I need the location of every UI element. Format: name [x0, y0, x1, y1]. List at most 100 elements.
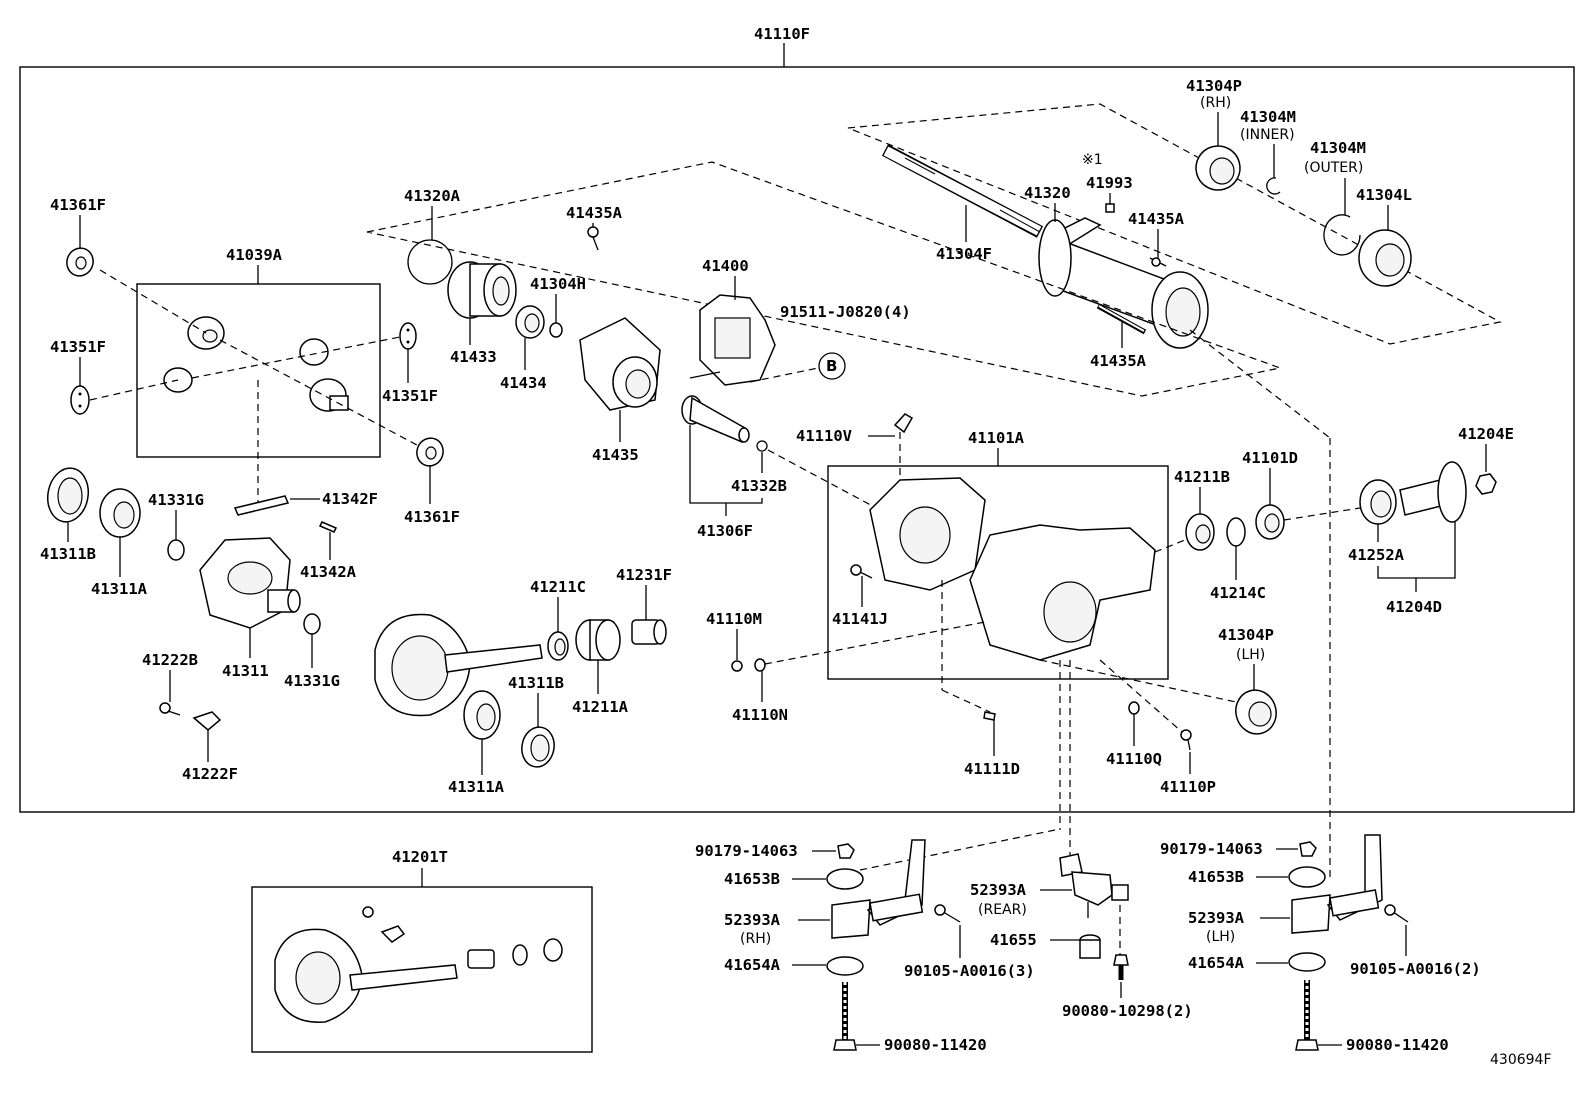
- label-41435a-bottom[interactable]: 41435A: [1090, 352, 1147, 370]
- label-90080-left[interactable]: 90080-11420: [884, 1036, 987, 1054]
- label-41311a-bottom[interactable]: 41311A: [448, 778, 505, 796]
- label-41222f[interactable]: 41222F: [182, 765, 238, 783]
- label-41320a[interactable]: 41320A: [404, 187, 461, 205]
- label-91511-j0820[interactable]: 91511-J0820(4): [780, 303, 911, 321]
- label-41434[interactable]: 41434: [500, 374, 547, 392]
- label-41342a[interactable]: 41342A: [300, 563, 357, 581]
- label-41204d[interactable]: 41204D: [1386, 598, 1442, 616]
- pinion-group-outline: [366, 161, 1283, 397]
- label-90179-right[interactable]: 90179-14063: [1160, 840, 1263, 858]
- label-52393a-lh[interactable]: 52393A: [1188, 909, 1245, 927]
- label-90105-left[interactable]: 90105-A0016(3): [904, 962, 1035, 980]
- bearing-race-41311b-left: [47, 467, 89, 523]
- label-41211b[interactable]: 41211B: [1174, 468, 1230, 486]
- label-41110q[interactable]: 41110Q: [1106, 750, 1162, 768]
- label-41311b-mid[interactable]: 41311B: [508, 674, 564, 692]
- label-41304m-inner[interactable]: 41304M: [1240, 108, 1296, 126]
- label-41655[interactable]: 41655: [990, 931, 1037, 949]
- bearing-41211a: [575, 619, 621, 661]
- ring-gear-pinion: [374, 613, 543, 717]
- label-41400[interactable]: 41400: [702, 257, 749, 275]
- cushion-41653b-right: [1288, 866, 1326, 888]
- label-41435a-right[interactable]: 41435A: [1128, 210, 1185, 228]
- collar-41655: [1079, 934, 1101, 959]
- label-41211c[interactable]: 41211C: [530, 578, 586, 596]
- washer-41304h: [549, 322, 563, 338]
- label-41351f-right[interactable]: 41351F: [382, 387, 438, 405]
- label-41435[interactable]: 41435: [592, 446, 639, 464]
- bearing-41311a-bottom: [463, 690, 501, 740]
- label-41101d[interactable]: 41101D: [1242, 449, 1298, 467]
- label-52393a-rh[interactable]: 52393A: [724, 911, 781, 929]
- shim-41331g-top: [167, 539, 185, 561]
- label-41204e[interactable]: 41204E: [1458, 425, 1514, 443]
- label-41211a[interactable]: 41211A: [572, 698, 629, 716]
- label-41331g-top[interactable]: 41331G: [148, 491, 204, 509]
- bolt-90080-right: [1295, 980, 1319, 1051]
- label-41222b[interactable]: 41222B: [142, 651, 198, 669]
- label-41252a[interactable]: 41252A: [1348, 546, 1405, 564]
- note-rear: (REAR): [978, 902, 1027, 918]
- label-41110n[interactable]: 41110N: [732, 706, 788, 724]
- label-41304p-rh[interactable]: 41304P: [1186, 77, 1242, 95]
- note-outer: (OUTER): [1304, 160, 1363, 176]
- seal-41304p-rh: [1195, 145, 1241, 191]
- label-41993[interactable]: 41993: [1086, 174, 1133, 192]
- label-41039a[interactable]: 41039A: [226, 246, 283, 264]
- thrust-washer-41361f-top: [66, 247, 94, 277]
- label-41304p-lh[interactable]: 41304P: [1218, 626, 1274, 644]
- reference-mark-1: ※1: [1082, 152, 1103, 168]
- bolt-90105-left: [934, 904, 961, 923]
- label-41231f[interactable]: 41231F: [616, 566, 672, 584]
- label-41110m[interactable]: 41110M: [706, 610, 762, 628]
- label-41654a-right[interactable]: 41654A: [1188, 954, 1245, 972]
- label-41311b-left[interactable]: 41311B: [40, 545, 96, 563]
- label-41304m-outer[interactable]: 41304M: [1310, 139, 1366, 157]
- label-41141j[interactable]: 41141J: [832, 610, 888, 628]
- label-41110v[interactable]: 41110V: [796, 427, 852, 445]
- bracket-52393a-rear: [1059, 853, 1129, 918]
- diff-case-41311: [199, 537, 301, 629]
- bracket-52393a-rh: [831, 839, 926, 939]
- breather-41110v: [893, 413, 914, 434]
- label-41342f[interactable]: 41342F: [322, 490, 378, 508]
- label-41304f[interactable]: 41304F: [936, 245, 992, 263]
- label-52393a-rear[interactable]: 52393A: [970, 881, 1027, 899]
- label-41361f-bottom[interactable]: 41361F: [404, 508, 460, 526]
- label-41304l[interactable]: 41304L: [1356, 186, 1412, 204]
- label-41110f[interactable]: 41110F: [754, 25, 810, 43]
- label-41433[interactable]: 41433: [450, 348, 497, 366]
- label-41351f-left[interactable]: 41351F: [50, 338, 106, 356]
- shaft-group-outline: [847, 103, 1502, 345]
- gasket-41110q: [1128, 701, 1140, 715]
- label-41214c[interactable]: 41214C: [1210, 584, 1266, 602]
- label-41304h[interactable]: 41304H: [530, 275, 586, 293]
- label-41653b-left[interactable]: 41653B: [724, 870, 780, 888]
- label-41311a-left[interactable]: 41311A: [91, 580, 148, 598]
- label-41361f-top[interactable]: 41361F: [50, 196, 106, 214]
- bearing-41433: [447, 261, 517, 319]
- label-41654a-left[interactable]: 41654A: [724, 956, 781, 974]
- label-41332b[interactable]: 41332B: [731, 477, 787, 495]
- gasket-41110n: [754, 658, 766, 672]
- label-41101a[interactable]: 41101A: [968, 429, 1025, 447]
- o-ring-41320a: [407, 239, 453, 285]
- note-inner: (INNER): [1240, 127, 1295, 143]
- label-90080-right[interactable]: 90080-11420: [1346, 1036, 1449, 1054]
- cushion-41654a-right: [1288, 952, 1326, 972]
- label-90105-right[interactable]: 90105-A0016(2): [1350, 960, 1481, 978]
- bolt-41141j: [850, 564, 873, 579]
- bearing-41211b: [1185, 513, 1215, 551]
- reference-b: B: [826, 357, 837, 375]
- label-41311[interactable]: 41311: [222, 662, 269, 680]
- label-41201t[interactable]: 41201T: [392, 848, 448, 866]
- label-41111d[interactable]: 41111D: [964, 760, 1020, 778]
- label-41653b-right[interactable]: 41653B: [1188, 868, 1244, 886]
- label-41306f[interactable]: 41306F: [697, 522, 753, 540]
- label-41320[interactable]: 41320: [1024, 184, 1071, 202]
- label-41331g-bottom[interactable]: 41331G: [284, 672, 340, 690]
- label-90179-left[interactable]: 90179-14063: [695, 842, 798, 860]
- label-90080-10298[interactable]: 90080-10298(2): [1062, 1002, 1193, 1020]
- label-41435a-top[interactable]: 41435A: [566, 204, 623, 222]
- label-41110p[interactable]: 41110P: [1160, 778, 1216, 796]
